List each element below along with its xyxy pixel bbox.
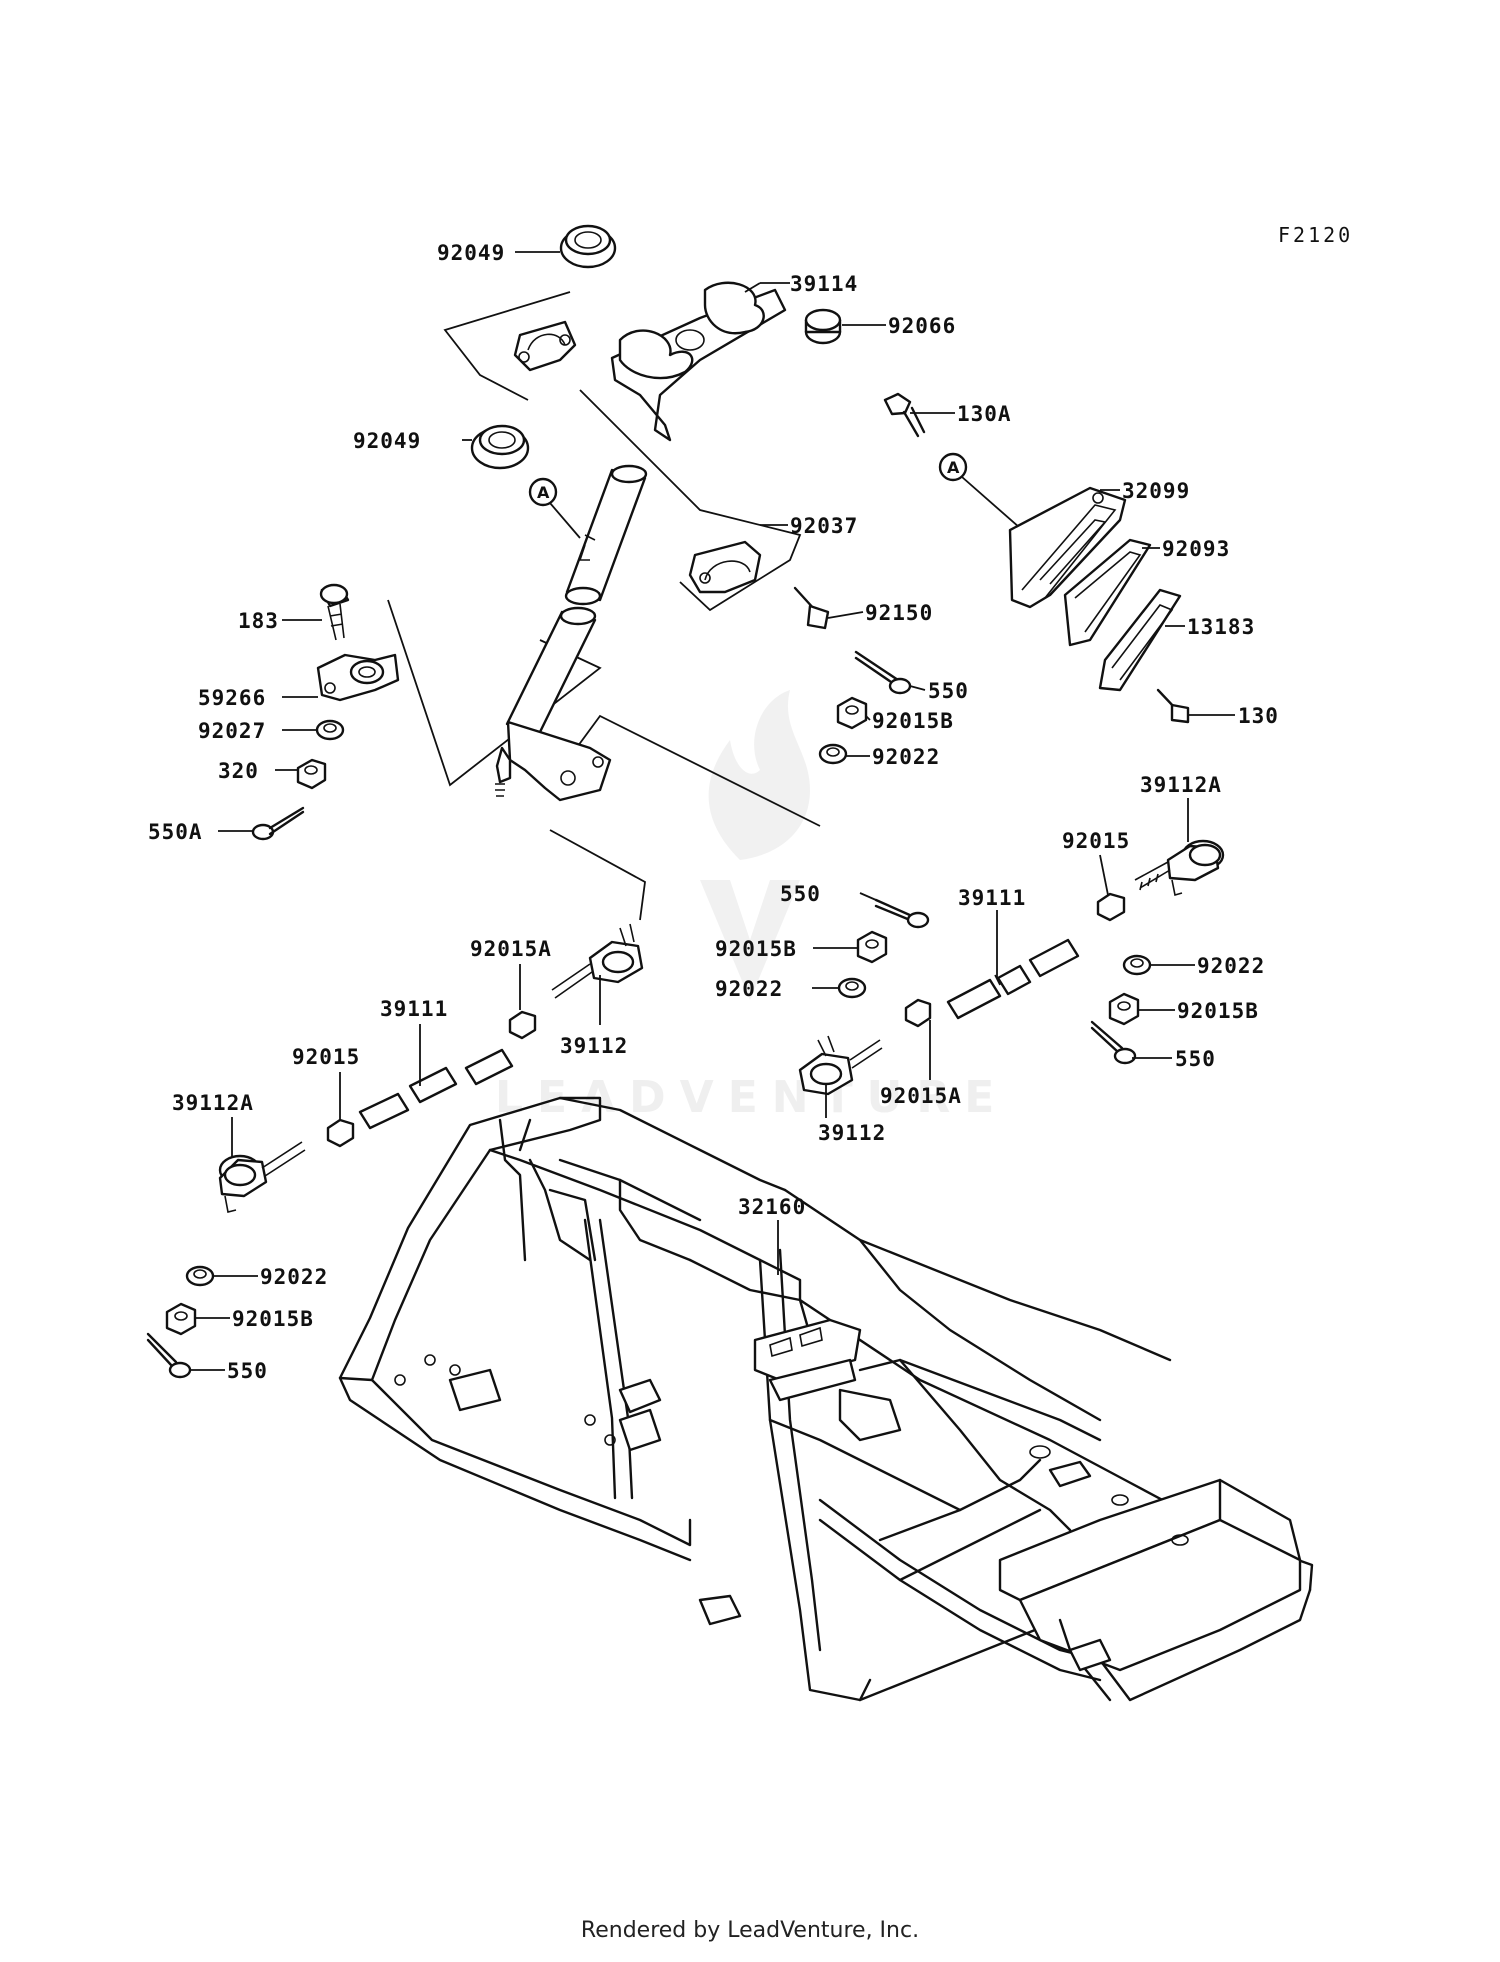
label-550-right: 550 [1175,1047,1216,1071]
tie-rod-end-39112-left [551,923,644,999]
steering-column-lower [495,606,612,802]
nut-92015b-right-upper [836,696,868,730]
label-183: 183 [238,609,279,633]
plug-92066 [804,308,842,345]
label-92015-left: 92015 [292,1045,360,1069]
nut-92015b-mid [856,930,888,964]
handlebar-holder-39114 [610,281,787,442]
clamp-lower-92037 [688,540,762,594]
label-92015a-left: 92015A [470,937,552,961]
label-39112a-right: 39112A [1140,773,1222,797]
label-92022-right: 92022 [1197,954,1265,978]
label-92015b-right: 92015B [1177,999,1259,1023]
label-92015-right: 92015 [1062,829,1130,853]
pin-550-right-upper [854,650,912,695]
label-13183: 13183 [1187,615,1255,639]
svg-text:A: A [537,483,550,502]
svg-text:A: A [947,458,960,477]
label-92037: 92037 [790,514,858,538]
label-92015a-mid: 92015A [880,1084,962,1108]
label-130a: 130A [957,402,1012,426]
label-92022-mid: 92022 [715,977,783,1001]
bolt-130a [883,392,926,438]
label-39112a-left: 39112A [172,1091,254,1115]
bolt-183 [319,583,350,641]
seal-92049-upper [559,224,617,269]
label-39114: 39114 [790,272,858,296]
reference-marker-a-cover: A [938,452,1021,529]
label-130: 130 [1238,704,1279,728]
nut-92015b-left [165,1302,197,1336]
washer-92022-right-upper [818,743,848,765]
tie-rod-end-39112a-right [1134,839,1225,897]
nut-320 [296,758,327,790]
washer-92022-left [185,1265,215,1287]
label-92015b-upper: 92015B [872,709,954,733]
label-92022-left: 92022 [260,1265,328,1289]
label-550-upper: 550 [928,679,969,703]
nut-92015-right [1096,892,1126,922]
tie-rod-end-39112-mid [798,1035,883,1096]
meter-housing-32099 [1008,486,1127,609]
label-92022-upper: 92022 [872,745,940,769]
label-92049-lower: 92049 [353,429,421,453]
bracket-59266 [316,653,400,702]
leadventure-watermark: LEADVENTURE [495,690,994,1123]
washer-92022-mid [837,977,867,999]
diagram-code: F2120 [1278,223,1353,247]
tie-rod-39111-right [946,938,1080,1020]
label-32160: 32160 [738,1195,806,1219]
label-92049-upper: 92049 [437,241,505,265]
washer-92027 [315,719,345,741]
label-92015b-mid: 92015B [715,937,797,961]
label-39112-mid: 39112 [818,1121,886,1145]
bolt-130 [1156,688,1190,724]
cover-13183 [1098,588,1182,692]
nut-92015b-right [1108,992,1140,1026]
label-320: 320 [218,759,259,783]
label-92093: 92093 [1162,537,1230,561]
footer-credit: Rendered by LeadVenture, Inc. [580,1918,920,1943]
label-92066: 92066 [888,314,956,338]
frame-32160 [338,1096,1314,1702]
steering-column-upper [564,464,648,606]
nut-92015a-left [508,1010,537,1040]
label-39111-right: 39111 [958,886,1026,910]
part-labels: 92049 39114 92066 130A 92049 32099 92093… [148,241,1279,1383]
pin-550-mid [874,898,930,929]
gasket-92093 [1063,538,1152,647]
label-59266: 59266 [198,686,266,710]
tie-rod-39111-left [358,1048,514,1130]
label-550-left: 550 [227,1359,268,1383]
label-32099: 32099 [1122,479,1190,503]
pin-550a [251,806,305,841]
pin-550-left [146,1332,192,1379]
bolt-92150 [793,586,830,630]
tie-rod-end-39112a-left [218,1141,306,1213]
nut-92015-left [326,1118,355,1148]
seal-92049-lower [470,424,530,470]
label-92027: 92027 [198,719,266,743]
reference-marker-a-column: A [528,477,581,539]
label-39111-left: 39111 [380,997,448,1021]
nut-92015a-mid [904,998,932,1028]
washer-92022-right [1122,954,1152,976]
clamp-upper [513,320,577,372]
label-92015b-left: 92015B [232,1307,314,1331]
label-92150: 92150 [865,601,933,625]
label-550-mid: 550 [780,882,821,906]
pin-550-right [1090,1020,1137,1065]
label-39112-left: 39112 [560,1034,628,1058]
label-leaders [190,251,1235,1371]
label-550a: 550A [148,820,203,844]
